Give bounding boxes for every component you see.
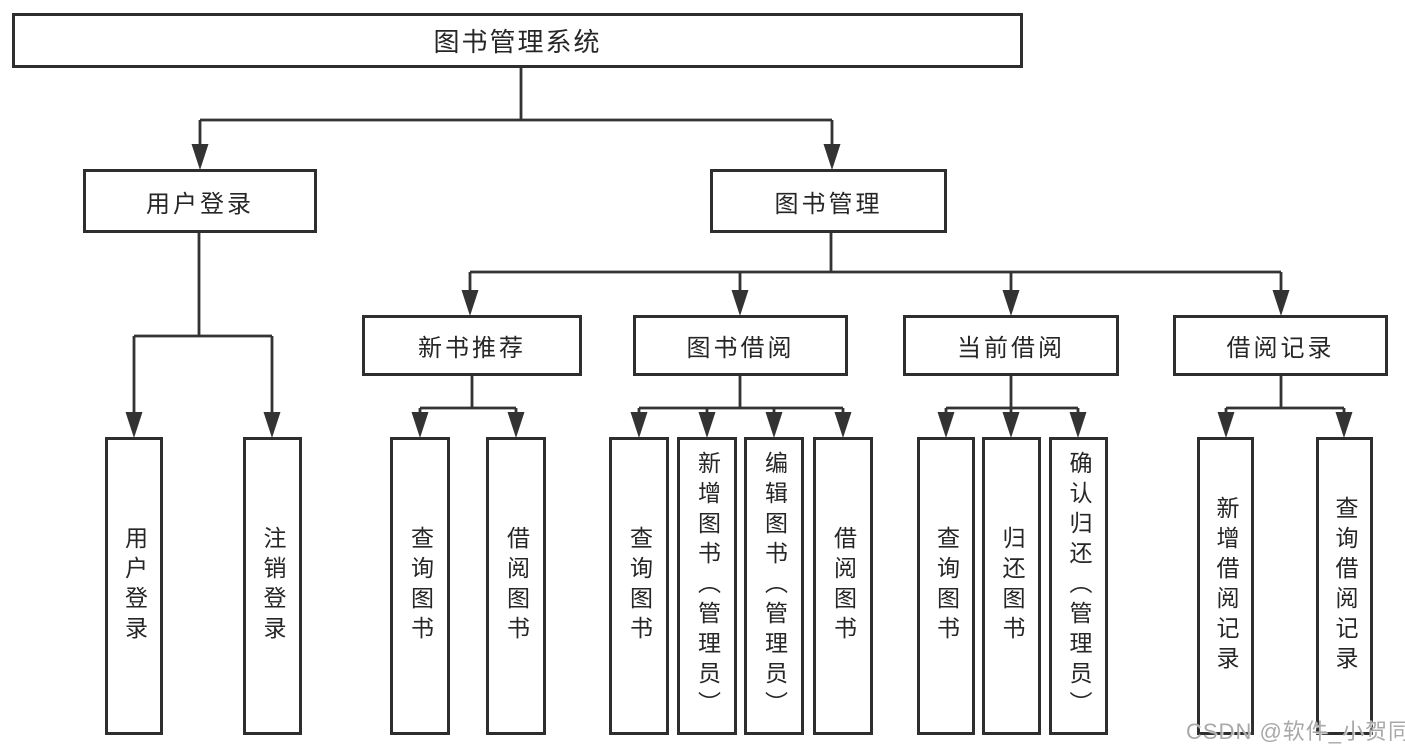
leaf-return-books-label: 归还图书 [999, 526, 1025, 646]
arrowhead [823, 144, 841, 170]
arrowheads [125, 144, 1353, 438]
node-current-borrowing: 当前借阅 [903, 315, 1119, 376]
node-borrowing-records-label: 借阅记录 [1226, 335, 1335, 362]
leaf-query-borrow-record: 查询借阅记录 [1316, 437, 1373, 735]
arrowhead [461, 290, 479, 316]
arrowhead [731, 290, 749, 316]
connector-user-login [132, 233, 274, 414]
leaf-add-borrow-record-label: 新增借阅记录 [1213, 496, 1239, 676]
node-new-book-recommendation: 新书推荐 [362, 315, 582, 376]
connector-strokes [132, 68, 1346, 414]
arrowhead [765, 412, 783, 438]
node-current-borrowing-label: 当前借阅 [957, 335, 1065, 362]
leaf-logout: 注销登录 [243, 437, 302, 735]
connector-borrowing-records [1224, 376, 1346, 414]
arrowhead [1217, 412, 1235, 438]
leaf-user-login: 用户登录 [105, 437, 163, 735]
leaf-borrow-books-recommend-label: 借阅图书 [503, 526, 530, 646]
leaf-edit-books-admin: 编辑图书（管理员） [744, 437, 804, 735]
node-library-system: 图书管理系统 [12, 13, 1023, 68]
leaf-logout-label: 注销登录 [260, 526, 286, 646]
leaf-add-borrow-record: 新增借阅记录 [1197, 437, 1254, 735]
leaf-borrow-books-label: 借阅图书 [830, 526, 857, 646]
node-user-login-label: 用户登录 [146, 190, 254, 218]
arrowhead [1272, 290, 1290, 316]
arrowhead [1069, 412, 1087, 438]
leaf-query-borrow-record-label: 查询借阅记录 [1332, 496, 1358, 676]
arrowhead [834, 412, 852, 438]
arrowhead [1002, 290, 1020, 316]
leaf-borrow-books-recommend: 借阅图书 [486, 437, 546, 735]
arrowhead [411, 412, 429, 438]
node-book-management: 图书管理 [710, 169, 947, 233]
connector-book-borrowing [637, 376, 845, 414]
leaf-query-books-borrowing: 查询图书 [609, 437, 669, 735]
leaf-return-books: 归还图书 [982, 437, 1041, 735]
connector-book-management [468, 233, 1283, 292]
leaf-query-books-borrowing-label: 查询图书 [626, 526, 653, 646]
connector-root [198, 68, 834, 146]
connector-current-borrowing [944, 376, 1080, 414]
node-borrowing-records: 借阅记录 [1173, 315, 1388, 376]
arrowhead [507, 412, 525, 438]
arrowhead [125, 412, 143, 438]
leaf-query-books-recommend-label: 查询图书 [407, 526, 434, 646]
node-book-borrowing-label: 图书借阅 [686, 335, 795, 362]
arrowhead [191, 144, 209, 170]
leaf-confirm-return-admin-label: 确认归还（管理员） [1066, 451, 1092, 721]
leaf-borrow-books: 借阅图书 [813, 437, 873, 735]
leaf-query-books-recommend: 查询图书 [390, 437, 450, 735]
leaf-edit-books-admin-label: 编辑图书（管理员） [761, 451, 788, 721]
node-new-book-recommendation-label: 新书推荐 [418, 335, 526, 362]
leaf-confirm-return-admin: 确认归还（管理员） [1049, 437, 1108, 735]
leaf-user-login-label: 用户登录 [121, 526, 148, 646]
node-book-management-label: 图书管理 [774, 190, 883, 218]
leaf-add-books-admin: 新增图书（管理员） [677, 437, 737, 735]
arrowhead [937, 412, 955, 438]
leaf-query-books-current: 查询图书 [917, 437, 975, 735]
arrowhead [630, 412, 648, 438]
leaf-add-books-admin-label: 新增图书（管理员） [694, 451, 721, 721]
arrowhead [1335, 412, 1353, 438]
arrowhead [263, 412, 281, 438]
csdn-watermark: CSDN @软件_小贺同学 [1186, 719, 1405, 744]
connector-new-book-recommendation [418, 376, 518, 414]
arrowhead [698, 412, 716, 438]
leaf-query-books-current-label: 查询图书 [933, 526, 960, 646]
arrowhead [1002, 412, 1020, 438]
node-library-system-label: 图书管理系统 [433, 27, 602, 57]
node-user-login: 用户登录 [83, 169, 317, 233]
node-book-borrowing: 图书借阅 [633, 315, 848, 376]
